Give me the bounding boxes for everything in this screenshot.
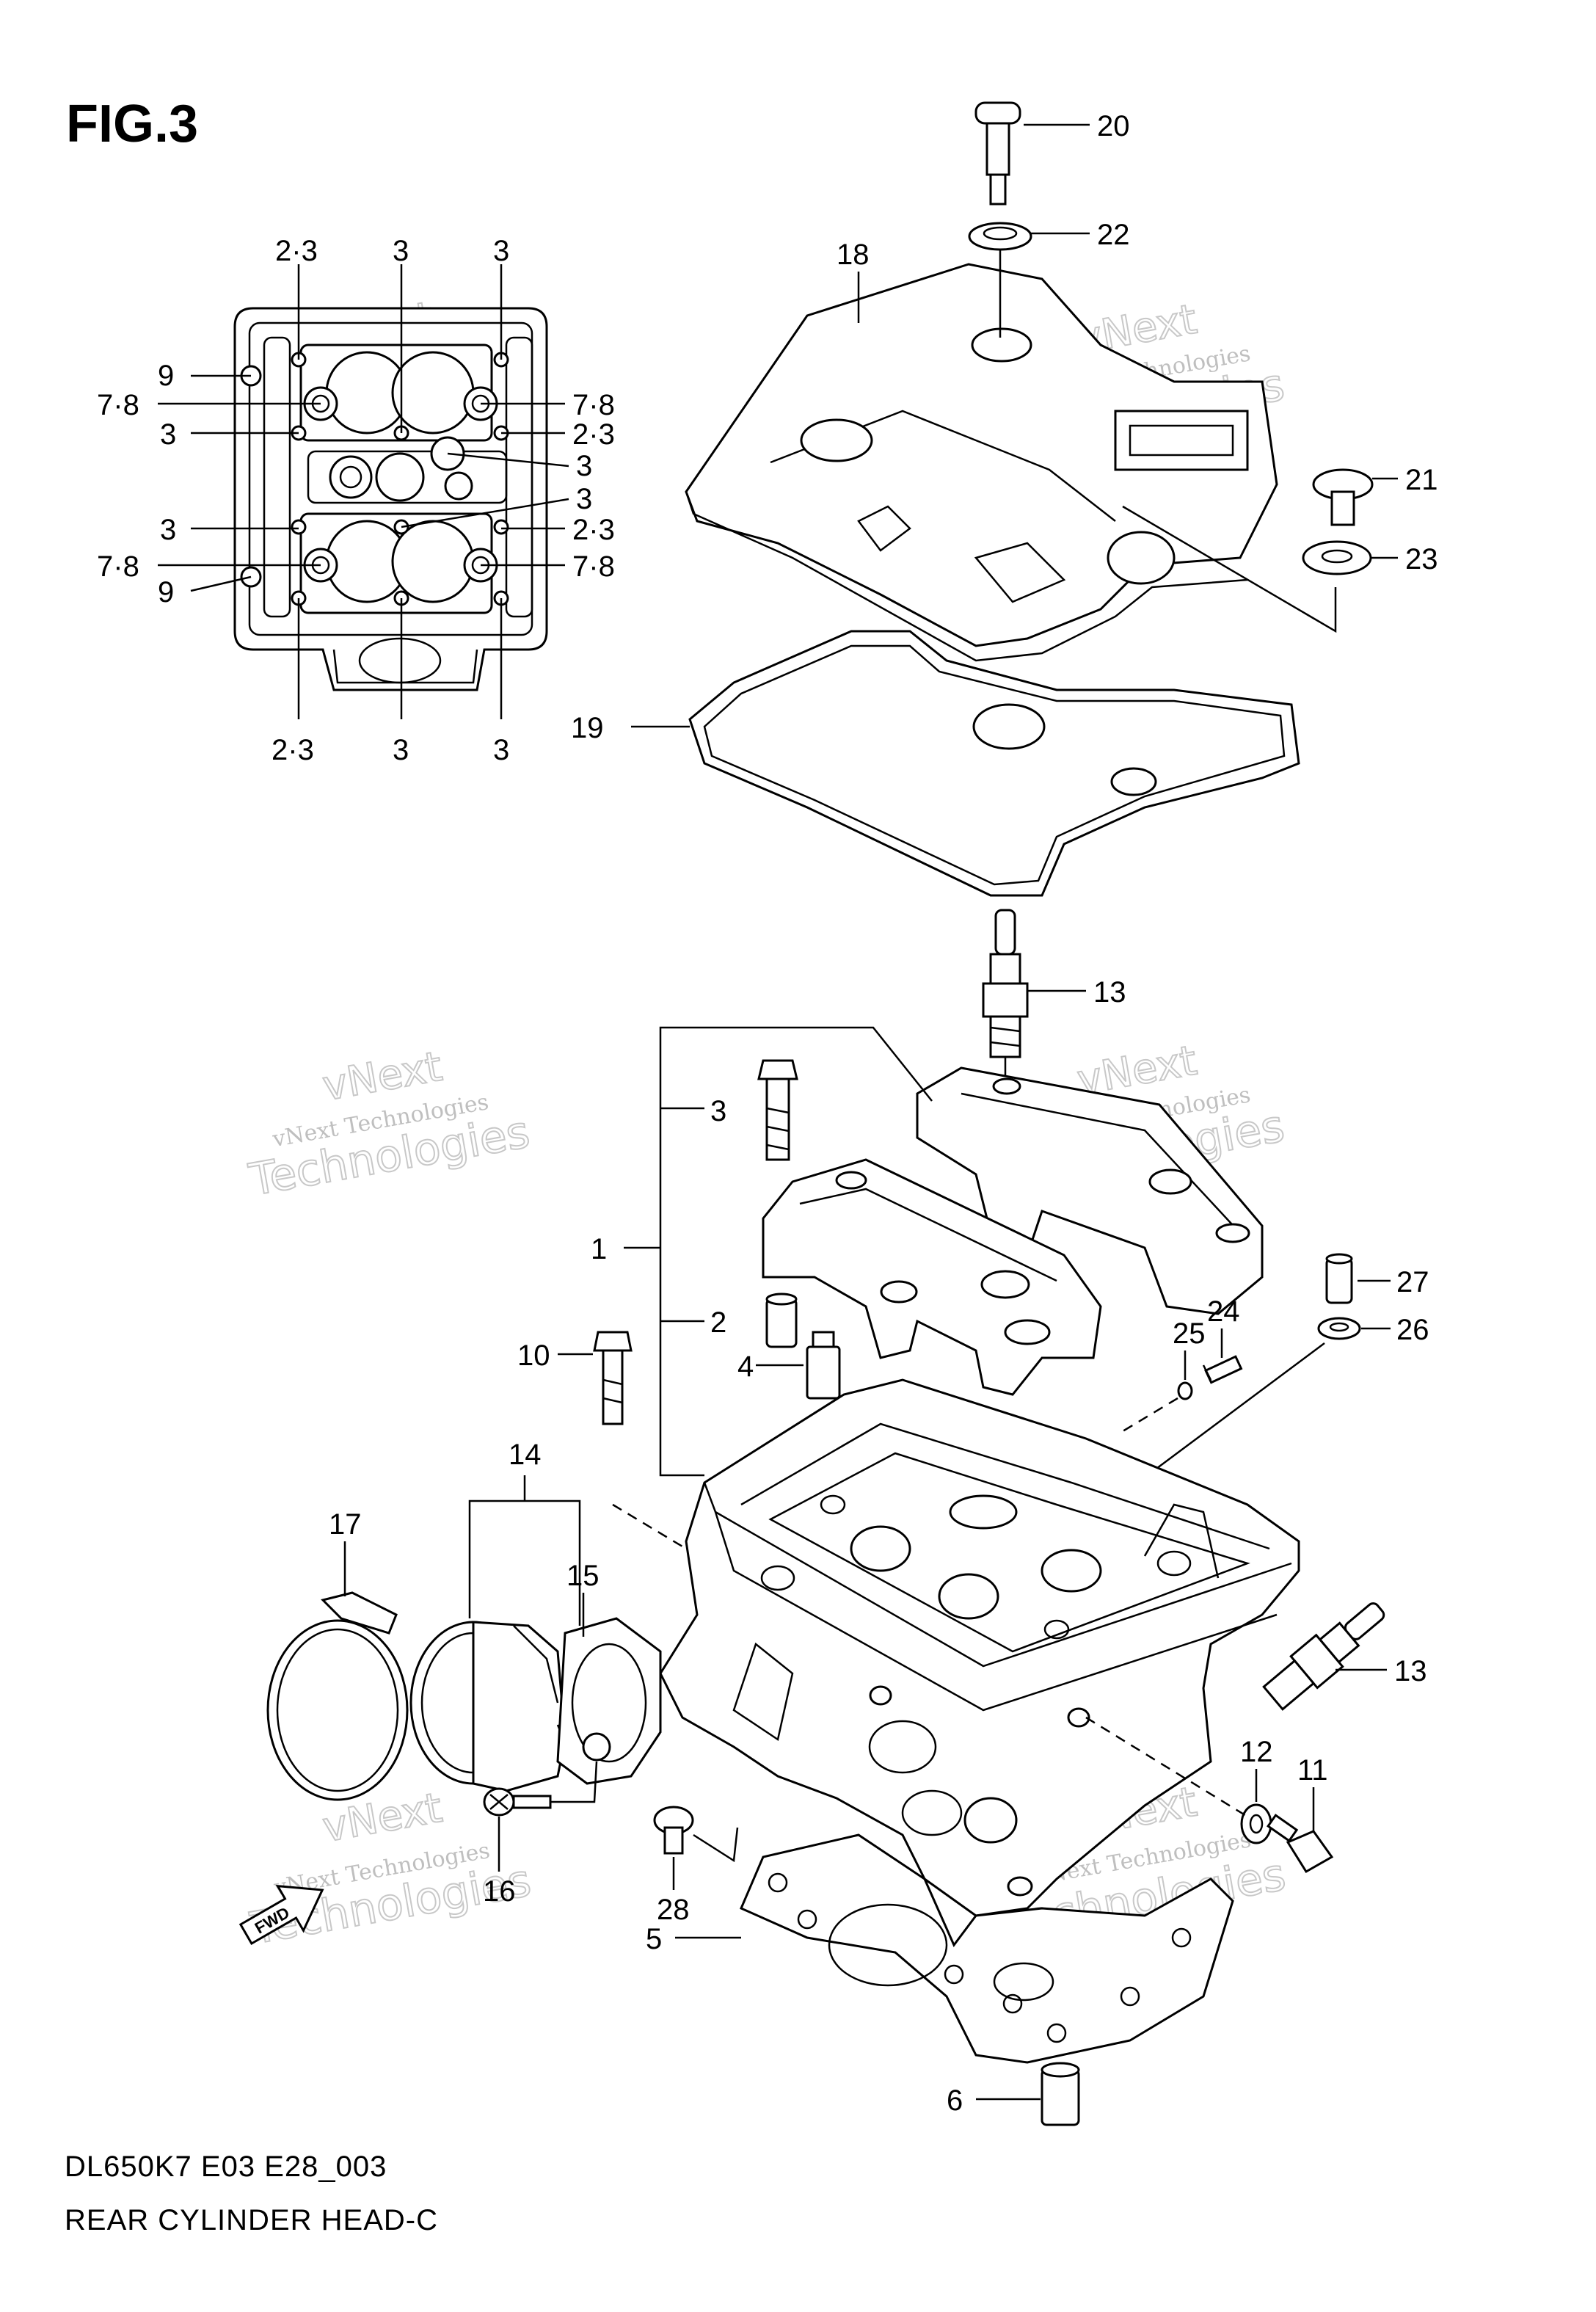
- svg-text:22: 22: [1097, 219, 1130, 251]
- svg-text:3: 3: [576, 450, 592, 482]
- svg-text:2·3: 2·3: [572, 418, 615, 451]
- svg-text:9: 9: [158, 360, 174, 392]
- cover-bolt-20: [974, 101, 1021, 206]
- bolt-10: [593, 1331, 687, 1550]
- intake-gasket-15: [556, 1617, 662, 1785]
- spark-plug-13-side: [1262, 1602, 1385, 1711]
- main-callouts: 3 1 2 4 10 27 26 25 24 14 17 15 13 12 11…: [329, 1095, 1429, 2117]
- callout-13-top: 13: [1093, 976, 1126, 1008]
- svg-text:3: 3: [710, 1095, 726, 1127]
- cover-leaders: [631, 123, 1398, 728]
- model-code: DL650K7 E03 E28_003: [65, 2151, 387, 2183]
- svg-text:5: 5: [646, 1923, 662, 1955]
- svg-text:2·3: 2·3: [272, 734, 314, 766]
- svg-text:16: 16: [483, 1875, 516, 1908]
- cam-holder-lower: [762, 1158, 1102, 1396]
- washer-23: [1302, 540, 1372, 575]
- svg-text:3: 3: [576, 483, 592, 515]
- svg-text:9: 9: [158, 576, 174, 608]
- watermark: vNext vNext Technologies Technologies: [244, 1042, 534, 1207]
- cover-callouts: 20 22 18 21 23 19: [571, 110, 1438, 744]
- spark-plug-13-top: [982, 909, 1029, 1248]
- svg-text:3: 3: [393, 734, 409, 766]
- svg-text:2·3: 2·3: [275, 235, 318, 267]
- head-cover-18: [685, 263, 1278, 662]
- plug-28: [653, 1806, 694, 1855]
- group-1-bracket: [624, 1026, 933, 1477]
- gasket-19: [688, 630, 1300, 897]
- svg-text:11: 11: [1297, 1754, 1328, 1786]
- figure-title: FIG.3: [66, 95, 199, 153]
- washer-26: [1317, 1317, 1361, 1340]
- inset-callouts: 2·3 3 3 9 7·8 3 7·8 2·3 3 3 2·3 7·8 7·8 …: [97, 235, 615, 766]
- svg-text:12: 12: [1240, 1736, 1273, 1768]
- svg-text:15: 15: [566, 1560, 600, 1592]
- dash-12: [1085, 1716, 1248, 1818]
- svg-text:18: 18: [837, 239, 870, 271]
- svg-text:6: 6: [947, 2084, 963, 2117]
- svg-text:7·8: 7·8: [97, 550, 139, 583]
- washer-12: [1240, 1803, 1272, 1844]
- screw-16: [483, 1787, 552, 1817]
- svg-text:26: 26: [1396, 1314, 1429, 1346]
- svg-text:27: 27: [1396, 1266, 1429, 1298]
- svg-text:19: 19: [571, 712, 604, 744]
- fitting-24: [1202, 1355, 1243, 1384]
- svg-text:4: 4: [737, 1351, 754, 1383]
- svg-text:21: 21: [1405, 464, 1438, 496]
- grommet-22: [968, 222, 1032, 251]
- svg-text:25: 25: [1173, 1317, 1206, 1350]
- svg-text:3: 3: [493, 235, 509, 267]
- svg-text:7·8: 7·8: [97, 389, 139, 421]
- inset-head-plan-view: [233, 307, 548, 691]
- svg-text:7·8: 7·8: [572, 389, 615, 421]
- svg-text:17: 17: [329, 1508, 362, 1541]
- svg-text:7·8: 7·8: [572, 550, 615, 583]
- bolt-3: [757, 1059, 798, 1161]
- inset-leaders: [158, 264, 569, 719]
- o-ring-25: [1177, 1381, 1193, 1400]
- svg-text:24: 24: [1207, 1295, 1240, 1328]
- oil-jet-4: [806, 1331, 841, 1400]
- dowel-pin-2: [765, 1293, 798, 1348]
- head-gasket-5: [740, 1833, 1234, 2064]
- svg-text:2: 2: [710, 1306, 726, 1339]
- leader-28-to-head: [693, 1827, 739, 1863]
- svg-text:13: 13: [1394, 1655, 1427, 1687]
- svg-text:2·3: 2·3: [572, 514, 615, 546]
- svg-text:28: 28: [657, 1894, 690, 1926]
- dowel-6: [1041, 2062, 1080, 2126]
- dash-25: [1122, 1397, 1178, 1433]
- bracket-14: [468, 1499, 581, 1626]
- svg-text:14: 14: [509, 1439, 542, 1471]
- cover-bolt-21: [1312, 468, 1374, 526]
- svg-text:20: 20: [1097, 110, 1130, 142]
- leader-16-to-15: [550, 1761, 598, 1803]
- svg-text:23: 23: [1405, 543, 1438, 575]
- intake-pipe-14: [409, 1621, 574, 1792]
- figure-caption: REAR CYLINDER HEAD-C: [65, 2204, 438, 2236]
- svg-text:3: 3: [493, 734, 509, 766]
- svg-text:1: 1: [591, 1233, 607, 1265]
- cylinder-head-1: [659, 1378, 1300, 1917]
- bolt-11: [1267, 1814, 1334, 1874]
- svg-text:3: 3: [160, 418, 176, 451]
- svg-text:10: 10: [517, 1339, 550, 1372]
- dowel-27: [1325, 1253, 1353, 1304]
- svg-text:3: 3: [160, 514, 176, 546]
- svg-text:3: 3: [393, 235, 409, 267]
- hose-clamp-17: [266, 1591, 409, 1801]
